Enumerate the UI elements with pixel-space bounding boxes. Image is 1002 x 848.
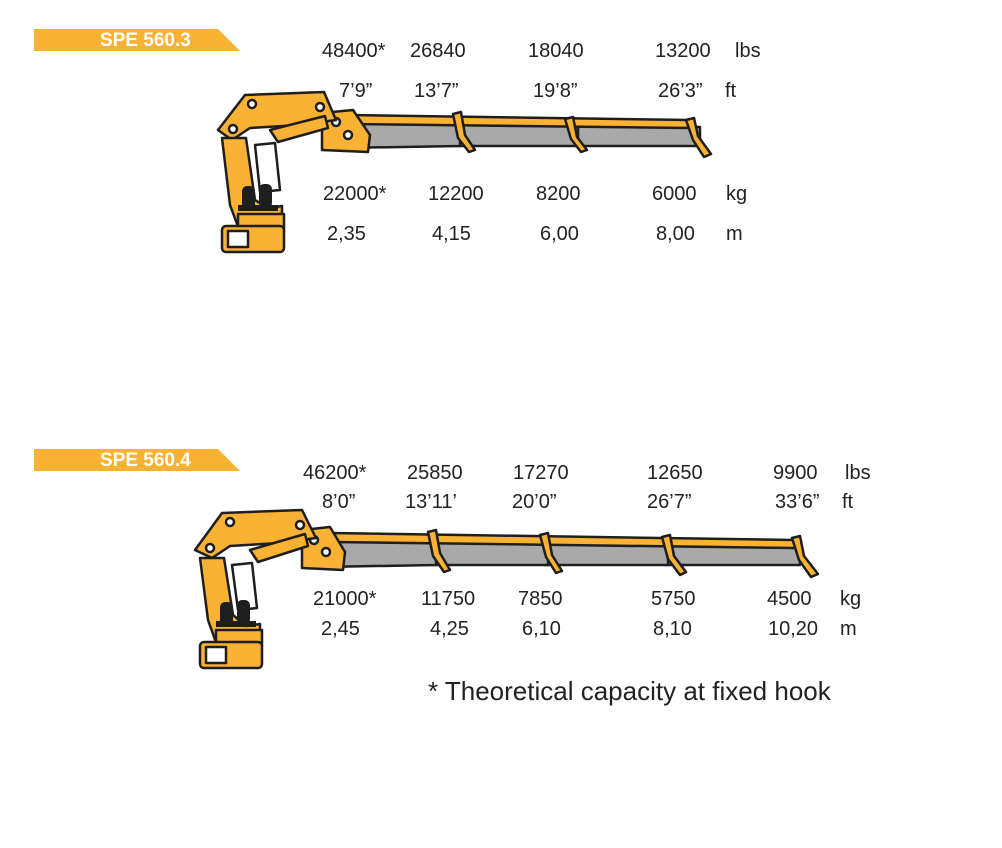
lbs-value-1-1: 48400* [322,40,386,62]
lbs-value-1-4: 13200 [655,40,711,62]
control-valves-1 [238,184,278,211]
lbs-value-2-4: 12650 [647,462,703,484]
ft-value-1-2: 13’7” [414,80,459,102]
kg-value-2-2: 11750 [421,588,476,610]
lbs-value-1-3: 18040 [528,40,584,62]
m-value-2-1: 2,45 [321,618,360,640]
crane-base-2 [198,628,264,670]
lbs-value-2-5: 9900 [773,462,818,484]
lbs-value-2-2: 25850 [407,462,463,484]
kg-unit-1: kg [726,183,748,205]
m-value-2-4: 8,10 [653,618,692,640]
kg-value-1-3: 8200 [536,183,581,205]
lbs-value-1-2: 26840 [410,40,466,62]
model-tag-1: SPE 560.3 [34,29,240,51]
kg-value-2-4: 5750 [651,588,696,610]
boom-extensions-2 [318,531,802,569]
ft-unit-1: ft [725,80,737,102]
m-value-2-3: 6,10 [522,618,561,640]
model-tag-banner-1 [34,29,240,51]
kg-value-1-2: 12200 [428,183,484,205]
m-value-1-4: 8,00 [656,223,695,245]
ft-value-2-3: 20’0” [512,491,557,513]
model-tag-2: SPE 560.4 [34,449,240,471]
kg-value-2-5: 4500 [767,588,812,610]
m-value-1-2: 4,15 [432,223,471,245]
m-value-1-1: 2,35 [327,223,366,245]
ft-value-2-2: 13’11’ [405,491,457,513]
m-unit-1: m [726,223,743,245]
footnote: * Theoretical capacity at fixed hook [428,676,831,706]
lbs-value-2-3: 17270 [513,462,569,484]
m-value-1-3: 6,00 [540,223,579,245]
ft-value-1-1: 7’9” [339,80,373,102]
lbs-unit-1: lbs [735,40,761,62]
m-value-2-5: 10,20 [768,618,819,640]
model-name-1: SPE 560.3 [100,30,191,51]
ft-value-2-4: 26’7” [647,491,692,513]
boom-collars-2 [426,528,820,579]
kg-value-1-4: 6000 [652,183,697,205]
kg-value-2-1: 21000* [313,588,377,610]
inner-arm-2 [193,508,318,564]
model-name-2: SPE 560.4 [100,450,191,471]
crane-base-1 [220,212,286,254]
kg-value-1-1: 22000* [323,183,387,205]
control-valves-2 [216,600,256,627]
ft-value-1-3: 19’8” [533,80,578,102]
lbs-value-2-1: 46200* [303,462,367,484]
m-unit-2: m [840,618,857,640]
model-tag-banner-2 [34,449,240,471]
ft-value-2-1: 8’0” [322,491,356,513]
lbs-unit-2: lbs [845,462,871,484]
ft-value-1-4: 26’3” [658,80,703,102]
m-value-2-2: 4,25 [430,618,469,640]
ft-value-2-5: 33’6” [775,491,820,513]
boom-collars-1 [451,110,713,159]
kg-value-2-3: 7850 [518,588,563,610]
ft-unit-2: ft [842,491,854,513]
kg-unit-2: kg [840,588,862,610]
